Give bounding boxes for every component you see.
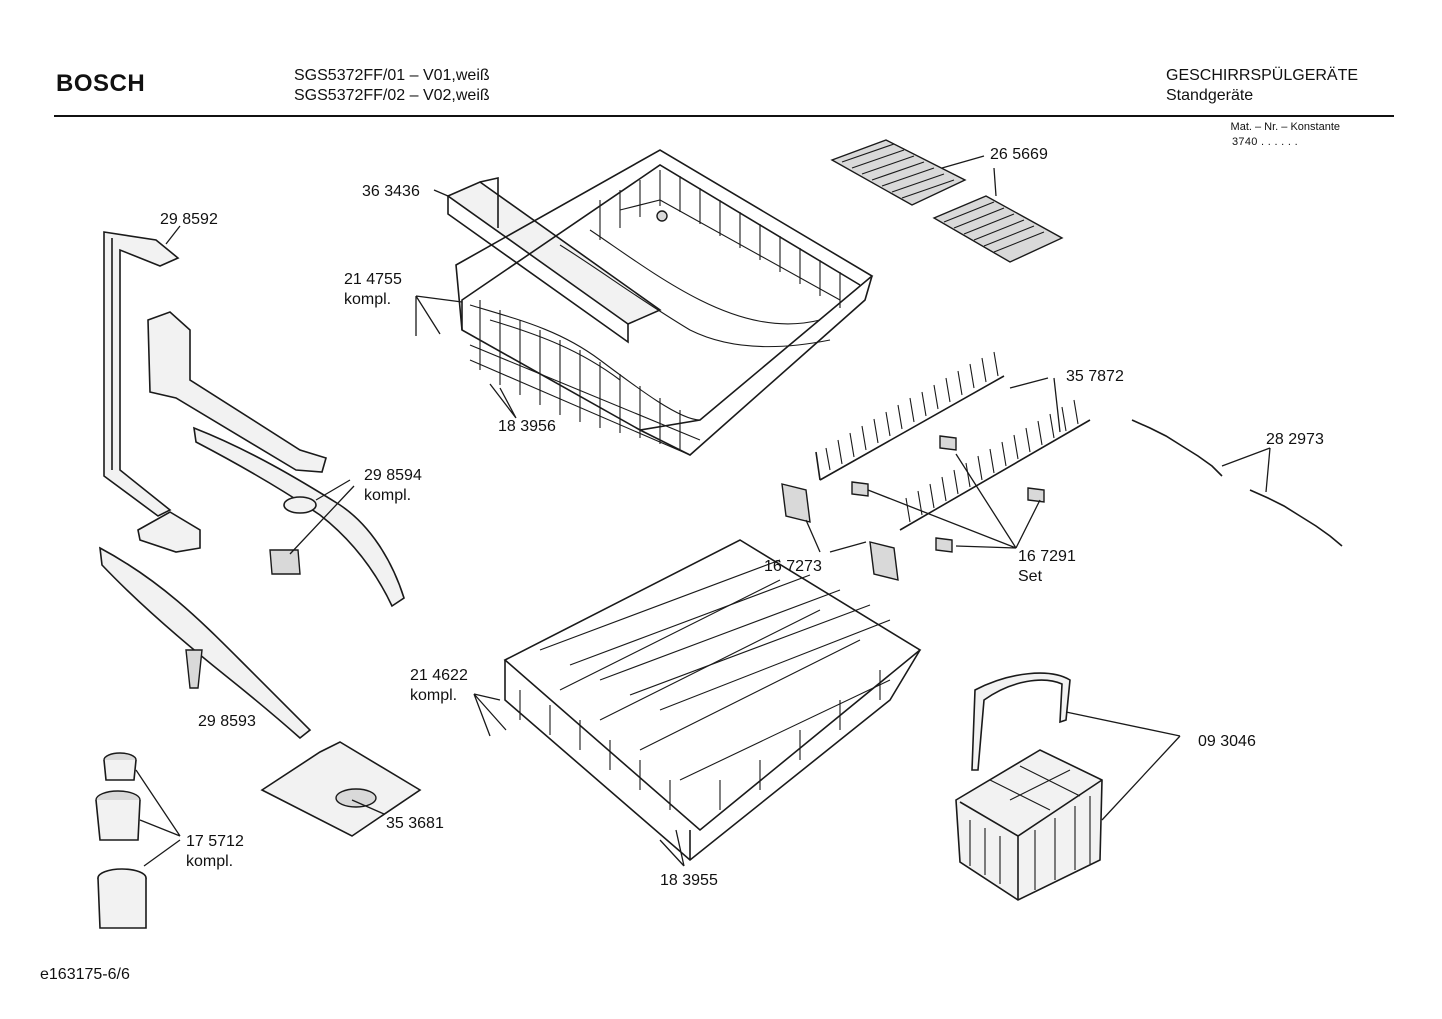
part-label: 26 5669 [990,146,1048,163]
spray-arm-column-illustration [103,231,201,553]
part-label: 29 8592 [160,211,218,228]
part-label: 29 8594 [364,467,422,484]
part-label: 35 3681 [386,815,444,832]
part-label: 29 8593 [198,713,256,730]
upper-basket-illustration [446,149,874,456]
model-line-1: SGS5372FF/01 – V01,weiß [294,67,490,84]
fine-filter-illustration [95,752,147,929]
tine-rack-illustration [815,351,1091,531]
part-label: 16 7291 [1018,548,1076,565]
part-label: kompl. [344,291,392,308]
model-line-2: SGS5372FF/02 – V02,weiß [294,87,490,104]
part-label: 36 3436 [362,183,420,200]
lower-basket-illustration [503,539,922,862]
part-label: 18 3955 [660,872,718,889]
cutlery-basket-illustration [955,672,1103,901]
part-label: 17 5712 [186,833,244,850]
subcategory-title: Standgeräte [1166,87,1254,104]
part-label: 21 4622 [410,667,468,684]
mat-nr-value: 3740 . . . . . . [1232,136,1298,148]
lower-spray-arm-illustration [99,546,312,740]
part-label: kompl. [410,687,458,704]
part-label: kompl. [364,487,412,504]
holder-clip-illustration [781,435,1045,581]
header-divider [54,115,1394,117]
part-label: 35 7872 [1066,368,1124,385]
mat-nr-label: Mat. – Nr. – Konstante [1230,121,1340,133]
part-label: 09 3046 [1198,733,1256,750]
upper-spray-arm-illustration [147,311,405,608]
part-label: 21 4755 [344,271,402,288]
part-label: 16 7273 [764,558,822,575]
cup-shelf-illustration [830,139,1064,263]
part-label: 28 2973 [1266,431,1324,448]
leader-lines [135,155,1271,867]
part-label: kompl. [186,853,234,870]
brand-logo: BOSCH [56,70,146,97]
drawing-code: e163175-6/6 [40,966,130,983]
category-title: GESCHIRRSPÜLGERÄTE [1166,67,1359,84]
cup-rack-strip-illustration [1131,419,1343,547]
part-label: 18 3956 [498,418,556,435]
part-label: Set [1018,568,1043,585]
